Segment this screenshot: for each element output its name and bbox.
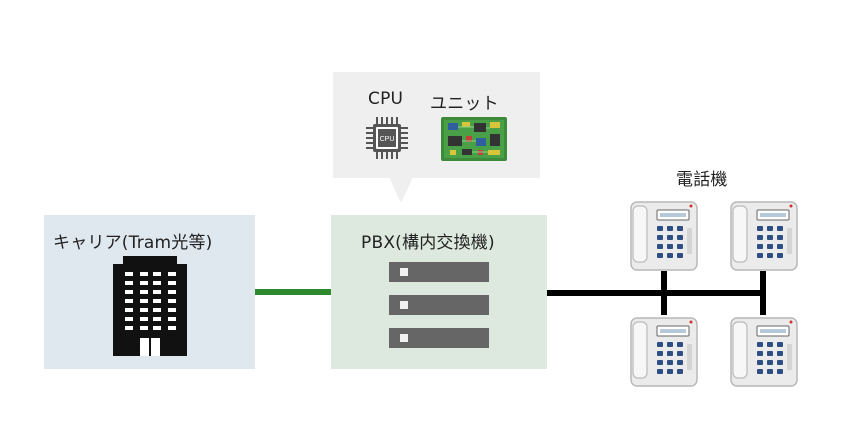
phone-drop-left [661, 271, 667, 315]
server-unit [389, 262, 489, 282]
unit-label: ユニット [430, 94, 499, 114]
server-indicator [400, 334, 408, 342]
phones-title: 電話機 [676, 170, 728, 190]
circuit-board-icon [441, 117, 507, 161]
cpu-label: CPU [368, 89, 404, 109]
carrier-pbx-link [255, 289, 331, 295]
desk-phone-icon [630, 317, 698, 387]
office-building-icon [113, 256, 187, 356]
desk-phone-icon [730, 317, 798, 387]
desk-phone-icon [730, 201, 798, 271]
cpu-chip-text: CPU [380, 136, 395, 143]
pbx-phone-bus [547, 290, 765, 296]
server-unit [389, 328, 489, 348]
callout-pointer [389, 177, 413, 203]
cpu-chip-icon: CPU [366, 117, 408, 159]
server-unit [389, 295, 489, 315]
pbx-title: PBX(構内交換機) [361, 233, 495, 253]
phone-drop-right [760, 271, 766, 315]
carrier-title: キャリア(Tram光等) [53, 233, 213, 253]
desk-phone-icon [630, 201, 698, 271]
server-indicator [400, 268, 408, 276]
server-indicator [400, 301, 408, 309]
